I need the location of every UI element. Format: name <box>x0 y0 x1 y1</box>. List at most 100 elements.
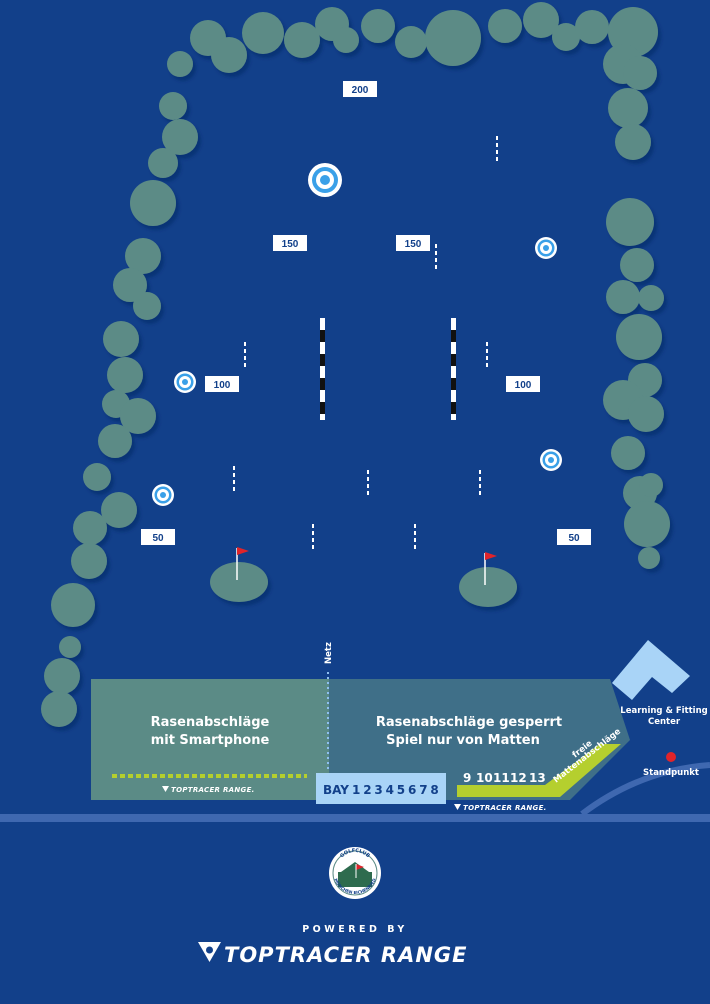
tree-icon <box>616 314 662 360</box>
target-icon <box>152 484 174 506</box>
distance-marker-100-right: 100 <box>506 376 540 392</box>
distance-markers: 200 150 150 100 100 50 50 <box>141 81 591 545</box>
distance-marker-100-left: 100 <box>205 376 239 392</box>
learning-center-line1: Learning & Fitting <box>620 706 707 716</box>
tree-icon <box>333 27 359 53</box>
tree-icon <box>107 357 143 393</box>
standpunkt-dot <box>666 752 676 762</box>
club-logo: GOLFCLUB MÜNCHEN EICHENRIED <box>329 847 381 899</box>
tree-icon <box>523 2 559 38</box>
standpunkt-label: Standpunkt <box>643 768 699 778</box>
bay-number: 2 <box>363 783 371 797</box>
svg-text:TOPTRACER RANGE: TOPTRACER RANGE <box>224 943 468 967</box>
tree-icon <box>615 124 651 160</box>
tree-icon <box>575 10 609 44</box>
tree-icon <box>120 398 156 434</box>
zone-left-line1: Rasenabschläge <box>151 715 270 730</box>
tree-icon <box>44 658 80 694</box>
tree-icon <box>130 180 176 226</box>
tree-icon <box>620 248 654 282</box>
striped-poles <box>320 318 456 420</box>
bay-number: 10 <box>476 771 493 785</box>
svg-text:200: 200 <box>352 85 369 96</box>
svg-text:BAY: BAY <box>323 783 349 797</box>
toptracer-logo-large: TOPTRACER RANGE <box>198 942 468 967</box>
tree-icon <box>611 436 645 470</box>
bay-number: 1 <box>352 783 360 797</box>
svg-text:50: 50 <box>568 533 580 544</box>
zone-left-area <box>91 679 329 800</box>
tree-icon <box>242 12 284 54</box>
tree-icon <box>103 321 139 357</box>
tree-icon <box>628 396 664 432</box>
svg-text:TOPTRACER RANGE.: TOPTRACER RANGE. <box>463 804 547 812</box>
tree-icon <box>606 280 640 314</box>
tree-icon <box>101 492 137 528</box>
zone-left-line2: mit Smartphone <box>151 733 270 748</box>
tree-icon <box>638 547 660 569</box>
path-horizontal <box>0 814 710 822</box>
tree-icon <box>606 198 654 246</box>
powered-by-label: POWERED BY <box>302 924 408 935</box>
toptracer-shield-icon <box>198 942 221 962</box>
distance-marker-200: 200 <box>343 81 377 97</box>
svg-text:100: 100 <box>214 380 231 391</box>
tree-icon <box>639 473 663 497</box>
netz-label: Netz <box>324 642 334 664</box>
tree-icon <box>133 292 161 320</box>
zone-right-area <box>329 679 630 800</box>
svg-text:100: 100 <box>515 380 532 391</box>
club-logo-top-text: GOLFCLUB <box>339 848 371 859</box>
path-curve <box>580 762 710 817</box>
bay-number: 6 <box>408 783 416 797</box>
flag-icon <box>485 552 497 560</box>
tree-icon <box>51 583 95 627</box>
zone-right-line1: Rasenabschläge gesperrt <box>376 715 562 730</box>
svg-text:150: 150 <box>282 239 299 250</box>
zone-right-line2: Spiel nur von Matten <box>386 733 540 748</box>
bay-number: 5 <box>397 783 405 797</box>
tree-icon <box>159 92 187 120</box>
tree-icon <box>361 9 395 43</box>
target-icon <box>308 163 342 197</box>
tree-icon <box>395 26 427 58</box>
tree-icon <box>98 424 132 458</box>
tree-icon <box>162 119 198 155</box>
left-green <box>210 547 268 602</box>
toptracer-logo-small-left: TOPTRACER RANGE. <box>162 786 254 794</box>
learning-center-building <box>612 640 690 700</box>
tree-icon <box>148 148 178 178</box>
tree-icon <box>41 691 77 727</box>
bay-number: 13 <box>529 771 546 785</box>
tree-icon <box>284 22 320 58</box>
right-green <box>459 552 517 607</box>
flag-icon <box>356 864 364 870</box>
bay-number: 3 <box>374 783 382 797</box>
tree-icon <box>623 56 657 90</box>
tree-icon <box>638 285 664 311</box>
distance-marker-150-left: 150 <box>273 235 307 251</box>
tree-icon <box>552 23 580 51</box>
bay-number: 9 <box>463 771 471 785</box>
targets <box>152 163 562 506</box>
bay-number: 12 <box>510 771 527 785</box>
tree-icon <box>125 238 161 274</box>
tree-icon <box>83 463 111 491</box>
tree-icon <box>624 501 670 547</box>
target-icon <box>540 449 562 471</box>
bay-number: 8 <box>430 783 438 797</box>
target-icon <box>535 237 557 259</box>
bay-number: 4 <box>386 783 394 797</box>
tree-icon <box>488 9 522 43</box>
distance-marker-150-right: 150 <box>396 235 430 251</box>
bay-number: 7 <box>419 783 427 797</box>
learning-center-line2: Center <box>648 717 681 727</box>
flag-icon <box>237 547 249 555</box>
svg-text:50: 50 <box>152 533 164 544</box>
target-icon <box>174 371 196 393</box>
svg-text:150: 150 <box>405 239 422 250</box>
bay-number: 11 <box>493 771 510 785</box>
